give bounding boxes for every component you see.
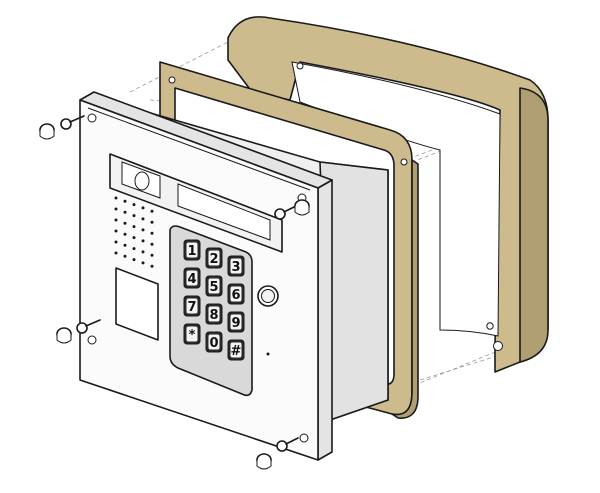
grille-hole xyxy=(150,209,154,213)
grille-hole xyxy=(114,207,118,211)
keypad-key-label: 1 xyxy=(187,244,196,259)
keypad-key-label: # xyxy=(231,344,242,359)
keypad-key[interactable]: 3 xyxy=(227,255,245,277)
screw-icon xyxy=(274,205,297,220)
fasteners xyxy=(39,115,310,470)
grille-hole xyxy=(114,251,118,255)
keypad-key-label: 6 xyxy=(231,288,240,303)
grille-hole xyxy=(150,231,154,235)
grille-hole xyxy=(150,253,154,257)
hood-screw-icon xyxy=(493,341,503,351)
screw-cap-icon xyxy=(294,199,310,216)
grille-hole xyxy=(141,206,145,210)
grille-hole xyxy=(114,218,118,222)
screw-cap-icon xyxy=(56,327,72,344)
keypad-key[interactable]: 2 xyxy=(205,247,223,269)
keypad-key[interactable]: 5 xyxy=(205,275,223,297)
keypad-key-label: 5 xyxy=(209,280,218,295)
keypad-key-label: 7 xyxy=(187,300,196,315)
grille-hole xyxy=(123,243,127,247)
screw-cap-icon xyxy=(39,123,55,140)
grille-hole xyxy=(141,261,145,265)
hood-screw-hole-icon xyxy=(486,322,494,330)
camera-lens-icon xyxy=(134,171,150,191)
card-reader-icon xyxy=(115,267,159,341)
keypad-key-label: 2 xyxy=(209,252,218,267)
keypad-key[interactable]: 7 xyxy=(183,295,201,317)
grille-hole xyxy=(114,196,118,200)
grille-hole xyxy=(132,203,136,207)
frame-screw-hole-icon xyxy=(168,76,176,84)
grille-hole xyxy=(123,221,127,225)
grille-hole xyxy=(114,240,118,244)
front-panel: 123 456 789 * 0 # xyxy=(79,91,333,461)
panel-screw-hole-icon xyxy=(87,335,97,345)
grille-hole xyxy=(123,254,127,258)
keypad-key[interactable]: 8 xyxy=(205,303,223,325)
keypad-key-label: 9 xyxy=(231,316,240,331)
keypad-key[interactable]: 6 xyxy=(227,283,245,305)
keypad-key-label: * xyxy=(189,328,196,343)
grille-hole xyxy=(132,258,136,262)
panel-screw-hole-icon xyxy=(87,113,97,123)
keypad-key-label: 0 xyxy=(209,336,218,351)
frame-screw-hole-icon xyxy=(400,158,408,166)
keypad-key[interactable]: * xyxy=(183,323,201,345)
keypad-key-label: 8 xyxy=(209,308,218,323)
keypad-key[interactable]: 4 xyxy=(183,267,201,289)
grille-hole xyxy=(123,199,127,203)
grille-hole xyxy=(150,242,154,246)
grille-hole xyxy=(132,247,136,251)
keypad: 123 456 789 * 0 # xyxy=(183,239,245,361)
keypad-key[interactable]: 0 xyxy=(205,331,223,353)
grille-hole xyxy=(141,250,145,254)
screw-icon xyxy=(60,115,85,130)
grille-hole xyxy=(114,229,118,233)
keypad-key[interactable]: 9 xyxy=(227,311,245,333)
grille-hole xyxy=(150,264,154,268)
screw-icon xyxy=(276,437,299,452)
rain-hood xyxy=(227,16,549,373)
panel-screw-hole-icon xyxy=(299,433,309,443)
grille-hole xyxy=(150,220,154,224)
hood-screw-hole-icon xyxy=(296,62,304,70)
keypad-key-label: 4 xyxy=(187,272,196,287)
grille-hole xyxy=(123,232,127,236)
grille-hole xyxy=(132,214,136,218)
keypad-key-label: 3 xyxy=(231,260,240,275)
screw-cap-icon xyxy=(256,453,272,470)
grille-hole xyxy=(123,210,127,214)
lcd-display xyxy=(177,183,271,241)
keypad-key[interactable]: 1 xyxy=(183,239,201,261)
grille-hole xyxy=(132,236,136,240)
grille-hole xyxy=(141,217,145,221)
grille-hole xyxy=(141,228,145,232)
screw-icon xyxy=(76,319,101,334)
grille-hole xyxy=(132,225,136,229)
keypad-key[interactable]: # xyxy=(227,339,245,361)
speaker-grille-icon xyxy=(114,196,154,268)
grille-hole xyxy=(141,239,145,243)
microphone-hole-icon xyxy=(266,352,270,356)
